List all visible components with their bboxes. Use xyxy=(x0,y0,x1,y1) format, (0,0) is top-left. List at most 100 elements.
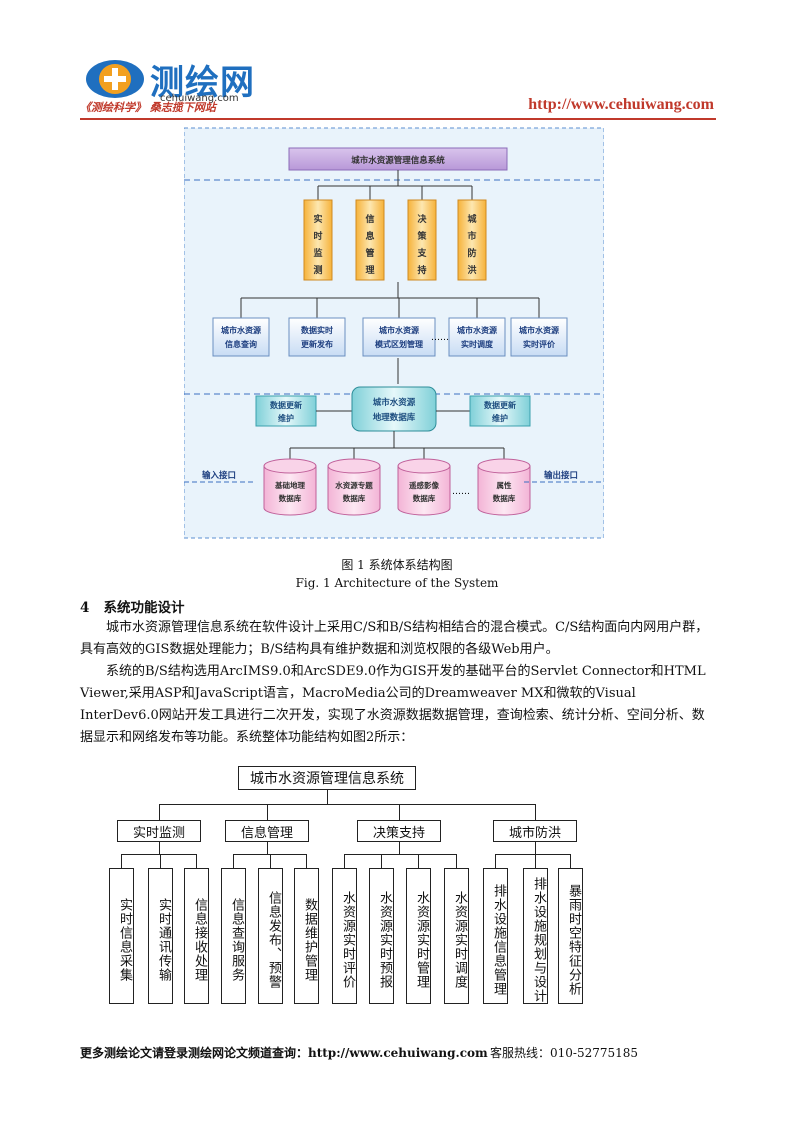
connector xyxy=(381,854,382,868)
svg-text:信息管理: 信息管理 xyxy=(365,213,374,276)
logo-slogan: 《测绘科学》 桑志揽下网站 xyxy=(80,101,216,114)
fig1-database-label: 数据库 xyxy=(413,493,436,503)
connector xyxy=(233,854,307,855)
svg-text:决策支持: 决策支持 xyxy=(416,213,427,276)
fig1-database-label: 数据库 xyxy=(343,493,366,503)
fig2-root: 城市水资源管理信息系统 xyxy=(238,766,416,790)
connector xyxy=(121,854,197,855)
footer-hotline: 客服热线：010-52775185 xyxy=(490,1046,639,1060)
header-url-link[interactable]: http://www.cehuiwang.com xyxy=(528,96,714,113)
fig1-module: 实时监测 xyxy=(303,186,333,281)
logo-text: 测绘网 xyxy=(150,63,255,103)
fig2-leaf: 信息查询服务 xyxy=(221,868,246,1004)
fig2-leaf: 水资源实时预报 xyxy=(369,868,394,1004)
fig2-leaf: 排水设施规划与设计 xyxy=(523,868,548,1004)
connector xyxy=(495,854,571,855)
fig1-module: 信息管理 xyxy=(355,186,385,281)
connector xyxy=(159,804,536,805)
fig2-leaf: 水资源实时调度 xyxy=(444,868,469,1004)
fig2-leaf: 排水设施信息管理 xyxy=(483,868,508,1004)
fig1-database-label: 数据库 xyxy=(493,493,516,503)
connector xyxy=(535,842,536,854)
fig1-database-label: 属性 xyxy=(497,480,512,490)
maintain-right: 数据更新 xyxy=(484,400,516,410)
fig1-service-label: 信息查询 xyxy=(225,339,257,349)
connector xyxy=(233,854,234,868)
connector xyxy=(344,854,345,868)
fig1-service-label: 数据实时 xyxy=(301,325,333,335)
logo-globe-icon xyxy=(86,60,144,98)
fig2-group-3: 决策支持 xyxy=(357,820,441,842)
paragraph-1: 城市水资源管理信息系统在软件设计上采用C/S和B/S结构相结合的混合模式。C/S… xyxy=(80,620,709,657)
fig2-group-1: 实时监测 xyxy=(117,820,201,842)
fig2-group-2: 信息管理 xyxy=(225,820,309,842)
fig2-leaf: 信息发布、预警 xyxy=(258,868,283,1004)
fig2-leaf: 水资源实时评价 xyxy=(332,868,357,1004)
maintain-left-2: 维护 xyxy=(278,413,294,423)
fig1-service-label: 城市水资源 xyxy=(457,325,497,335)
paragraph-2: 系统的B/S结构选用ArcIMS9.0和ArcSDE9.0作为GIS开发的基础平… xyxy=(80,664,706,745)
connector xyxy=(327,790,328,804)
fig2-leaf: 实时通讯传输 xyxy=(148,868,173,1004)
fig1-database-label: 基础地理 xyxy=(274,480,305,490)
db-center-2: 地理数据库 xyxy=(373,412,416,423)
fig1-service-label: 模式区划管理 xyxy=(375,339,423,349)
connector xyxy=(535,854,536,868)
fig1-module: 城市防洪 xyxy=(457,186,487,281)
fig1-database-label: 遥感影像 xyxy=(409,480,439,490)
connector xyxy=(160,854,161,868)
section-heading: 4 系统功能设计 xyxy=(80,596,185,616)
footer-text: 更多测绘论文请登录测绘网论文频道查询：http://www.cehuiwang.… xyxy=(80,1046,488,1060)
fig1-service-label: 更新发布 xyxy=(301,339,333,349)
section-number: 4 xyxy=(80,600,90,616)
fig2-group-4: 城市防洪 xyxy=(493,820,577,842)
figure1-caption-en: Fig. 1 Architecture of the System xyxy=(295,576,499,590)
maintain-left: 数据更新 xyxy=(270,400,302,410)
input-interface-label: 输入接口 xyxy=(202,470,236,481)
fig1-service-label: 城市水资源 xyxy=(519,325,559,335)
header-divider xyxy=(80,118,716,120)
connector xyxy=(306,854,307,868)
fig1-service-label: 城市水资源 xyxy=(379,325,419,335)
connector xyxy=(267,842,268,854)
logo-domain: cehuiwang.com xyxy=(160,93,239,104)
connector xyxy=(399,804,400,820)
connector xyxy=(270,854,271,868)
connector xyxy=(159,842,160,854)
fig2-leaf: 信息接收处理 xyxy=(184,868,209,1004)
connector xyxy=(344,854,457,855)
fig1-database-label: 数据库 xyxy=(279,493,302,503)
fig2-leaf: 暴雨时空特征分析 xyxy=(558,868,583,1004)
output-interface-label: 输出接口 xyxy=(544,470,578,481)
connector xyxy=(456,854,457,868)
fig1-service-label: 实时调度 xyxy=(461,339,494,349)
fig1-db-ellipsis: …… xyxy=(452,487,470,497)
fig2-leaf: 实时信息采集 xyxy=(109,868,134,1004)
connector xyxy=(159,804,160,820)
connector xyxy=(535,804,536,820)
connector xyxy=(267,804,268,820)
section-title: 系统功能设计 xyxy=(103,600,185,616)
fig1-database-label: 水资源专题 xyxy=(335,480,373,490)
architecture-diagram: 表现层 业务逻辑层 数据层 城市水资源管理信息系统 实时监测信息管理决策支持城市… xyxy=(184,122,604,542)
connector xyxy=(196,854,197,868)
fig2-leaf: 水资源实时管理 xyxy=(406,868,431,1004)
svg-text:实时监测: 实时监测 xyxy=(313,213,322,276)
db-center: 城市水资源 xyxy=(373,397,416,408)
connector xyxy=(399,842,400,854)
fig1-top-box: 城市水资源管理信息系统 xyxy=(351,155,445,166)
connector xyxy=(495,854,496,868)
fig1-ellipsis: …… xyxy=(431,333,449,343)
connector xyxy=(570,854,571,868)
connector xyxy=(418,854,419,868)
maintain-right-2: 维护 xyxy=(492,413,508,423)
svg-text:城市防洪: 城市防洪 xyxy=(467,213,476,276)
fig1-module: 决策支持 xyxy=(407,186,437,281)
